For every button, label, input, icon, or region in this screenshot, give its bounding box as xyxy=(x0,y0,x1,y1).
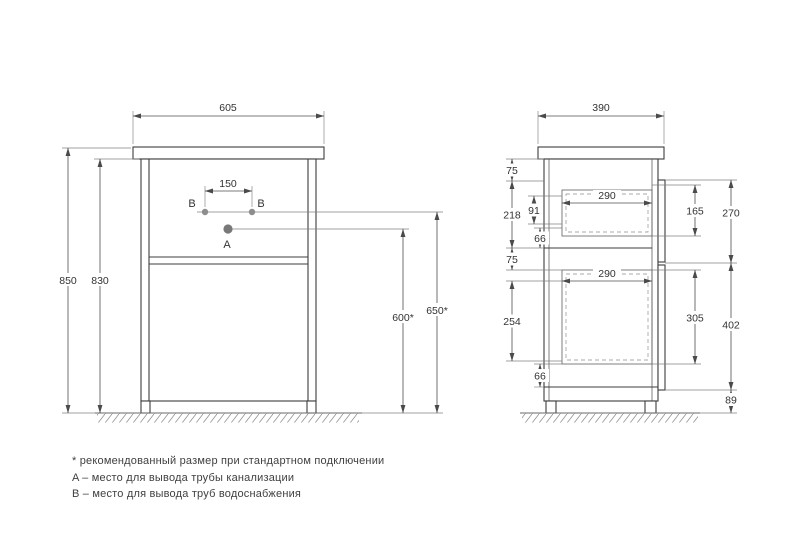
front-holes-spacing-dim: 150 xyxy=(219,178,237,190)
bottom-clearance-dim: 89 xyxy=(725,395,737,407)
side-upper-inner-dim: 91 xyxy=(528,205,540,217)
front-view: 605 850 830 150 650* 600* B B A xyxy=(56,102,453,423)
side-upper-section-dim: 218 xyxy=(503,210,521,222)
upper-drawer-height-dim: 165 xyxy=(686,206,704,218)
lower-drawer-front xyxy=(657,264,666,391)
footnote-recommended: * рекомендованный размер при стандартном… xyxy=(72,455,385,467)
front-supply-height-dim: 650* xyxy=(426,305,448,317)
side-view: 390 75 218 75 254 91 66 66 290 290 165 2… xyxy=(500,102,742,423)
upper-drawer-depth-dim: 290 xyxy=(598,190,616,202)
side-lower-section-dim: 254 xyxy=(503,316,521,328)
front-cabinet-outline xyxy=(132,146,325,414)
hole-a-marker xyxy=(223,224,233,234)
front-drain-height-dim: 600* xyxy=(392,312,414,324)
hole-b-right-marker xyxy=(248,208,256,216)
footnote-a: A – место для вывода трубы канализации xyxy=(72,471,295,484)
upper-front-height-dim: 270 xyxy=(722,208,740,220)
side-top-gap-dim: 75 xyxy=(506,165,518,177)
hole-a-label: A xyxy=(223,239,231,251)
lower-front-height-dim: 402 xyxy=(722,320,740,332)
hole-b-left-label: B xyxy=(188,198,195,210)
lower-drawer-depth-dim: 290 xyxy=(598,268,616,280)
side-upper-gap-dim: 66 xyxy=(534,233,546,245)
side-mid-gap-dim: 75 xyxy=(506,254,518,266)
side-cabinet-outline xyxy=(537,146,666,414)
front-ground xyxy=(95,412,362,423)
front-width-dim: 605 xyxy=(219,102,237,114)
upper-drawer-front xyxy=(657,179,666,263)
lower-drawer-height-dim: 305 xyxy=(686,313,704,325)
side-ground xyxy=(520,412,700,423)
front-body-height-dim: 830 xyxy=(91,275,109,287)
footnotes: * рекомендованный размер при стандартном… xyxy=(72,453,384,503)
front-connection-points: B B A xyxy=(188,198,264,251)
front-total-height-dim: 850 xyxy=(59,275,77,287)
side-lower-gap-dim: 66 xyxy=(534,371,546,383)
footnote-b: B – место для вывода труб водоснабжения xyxy=(72,488,302,500)
hole-b-right-label: B xyxy=(257,198,264,210)
front-dimension-labels: 605 850 830 150 650* 600* xyxy=(56,102,453,324)
side-dimension-labels: 390 75 218 75 254 91 66 66 290 290 165 2… xyxy=(500,102,742,407)
side-depth-dim: 390 xyxy=(592,102,610,114)
hole-b-left-marker xyxy=(201,208,209,216)
